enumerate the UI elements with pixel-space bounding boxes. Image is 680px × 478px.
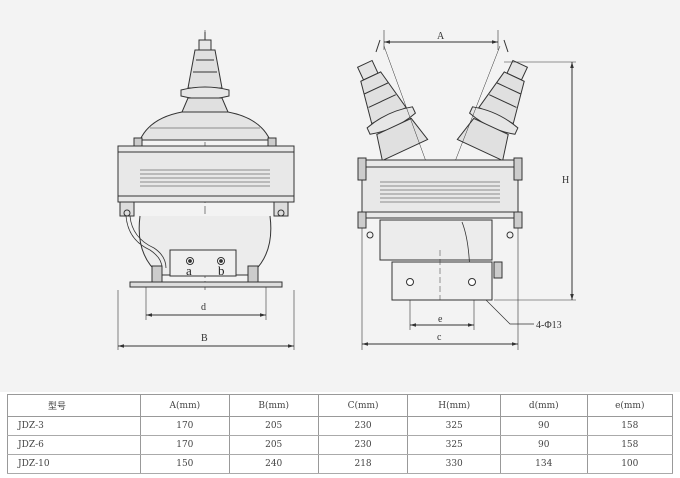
dimension-label-e: e bbox=[438, 314, 443, 325]
table-cell: 230 bbox=[317, 416, 409, 436]
table-cell: 240 bbox=[228, 454, 319, 474]
dimension-label-A: A bbox=[437, 31, 445, 42]
table-row: JDZ-6 170 205 230 325 90 158 bbox=[7, 435, 674, 455]
drawing-canvas: a b d B bbox=[117, 30, 576, 350]
table-cell: 158 bbox=[586, 416, 674, 436]
table-row: JDZ-10 150 240 218 330 134 100 bbox=[7, 454, 674, 474]
table-cell: 90 bbox=[499, 416, 588, 436]
header-e: e(mm) bbox=[586, 394, 674, 417]
header-d: d(mm) bbox=[499, 394, 588, 417]
table-cell: 325 bbox=[407, 416, 501, 436]
table-cell: JDZ-6 bbox=[7, 435, 141, 455]
table-cell: JDZ-10 bbox=[7, 454, 141, 474]
header-c: C(mm) bbox=[317, 394, 409, 417]
technical-drawing: a b d B bbox=[0, 0, 680, 392]
side-view bbox=[356, 30, 576, 350]
header-h: H(mm) bbox=[407, 394, 501, 417]
dimension-label-H: H bbox=[562, 175, 569, 186]
dimension-label-d: d bbox=[201, 302, 206, 313]
table-cell: 218 bbox=[317, 454, 409, 474]
table-cell: 230 bbox=[317, 435, 409, 455]
dimension-label-B: B bbox=[201, 333, 208, 344]
table-cell: 134 bbox=[499, 454, 588, 474]
table-cell: 205 bbox=[228, 416, 319, 436]
dimension-label-c: c bbox=[437, 332, 442, 343]
spec-table-header: 型号 A(mm) B(mm) C(mm) H(mm) d(mm) e(mm) bbox=[7, 394, 674, 417]
table-cell: 90 bbox=[499, 435, 588, 455]
hole-spec-label: 4-Φ13 bbox=[536, 320, 562, 331]
table-cell: 330 bbox=[407, 454, 501, 474]
table-cell: 150 bbox=[140, 454, 230, 474]
table-row: JDZ-3 170 205 230 325 90 158 bbox=[7, 416, 674, 436]
table-cell: 170 bbox=[140, 435, 230, 455]
table-cell: 158 bbox=[586, 435, 674, 455]
front-view bbox=[117, 30, 295, 350]
header-a: A(mm) bbox=[140, 394, 230, 417]
terminal-label-b: b bbox=[218, 263, 225, 278]
table-cell: 170 bbox=[140, 416, 230, 436]
spec-table: 型号 A(mm) B(mm) C(mm) H(mm) d(mm) e(mm) J… bbox=[7, 394, 674, 474]
table-cell: 205 bbox=[228, 435, 319, 455]
table-cell: 100 bbox=[586, 454, 674, 474]
table-cell: JDZ-3 bbox=[7, 416, 141, 436]
table-cell: 325 bbox=[407, 435, 501, 455]
header-b: B(mm) bbox=[228, 394, 319, 417]
header-model: 型号 bbox=[7, 394, 141, 417]
terminal-label-a: a bbox=[186, 263, 192, 278]
